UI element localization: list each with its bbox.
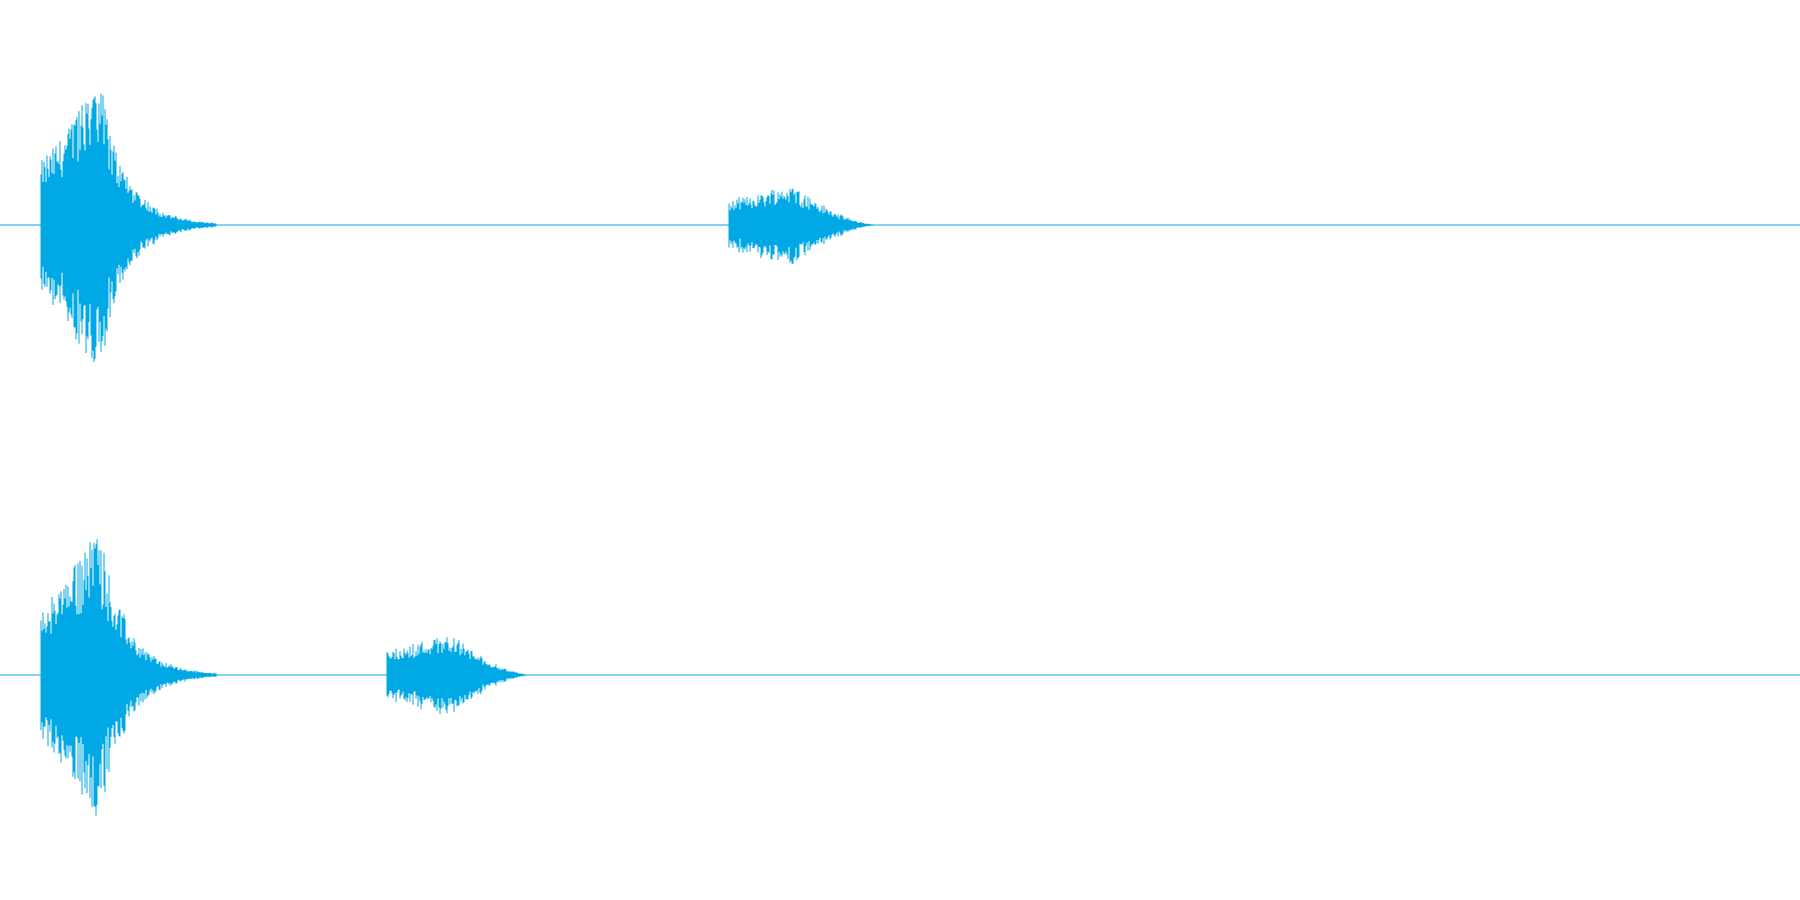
channel-2-burst-2 <box>386 637 535 715</box>
channel-2 <box>0 539 1800 816</box>
channel-1-burst-2 <box>728 188 880 264</box>
channel-2-burst-1 <box>40 539 217 816</box>
channel-1 <box>0 93 1800 363</box>
channel-1-burst-1 <box>40 93 217 363</box>
